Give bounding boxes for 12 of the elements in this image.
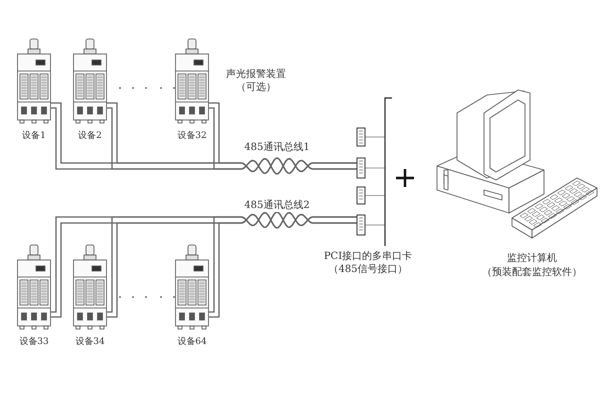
device-caption: 设备33 bbox=[18, 336, 50, 349]
card-label: PCI接口的多串口卡（485信号接口） bbox=[322, 250, 414, 276]
device-caption: 设备64 bbox=[176, 336, 208, 349]
device-caption: 设备34 bbox=[74, 336, 106, 349]
software-note: （预装配套监控软件） bbox=[481, 266, 583, 279]
computer-caption: 监控计算机 bbox=[506, 252, 558, 265]
alarm-note: 声光报警装置（可选） bbox=[225, 68, 287, 94]
device-caption: 设备2 bbox=[77, 130, 103, 143]
device-caption: 设备32 bbox=[176, 130, 208, 143]
device-caption: 设备1 bbox=[21, 130, 47, 143]
bus-cable bbox=[208, 102, 319, 174]
bus-cable bbox=[208, 212, 319, 318]
